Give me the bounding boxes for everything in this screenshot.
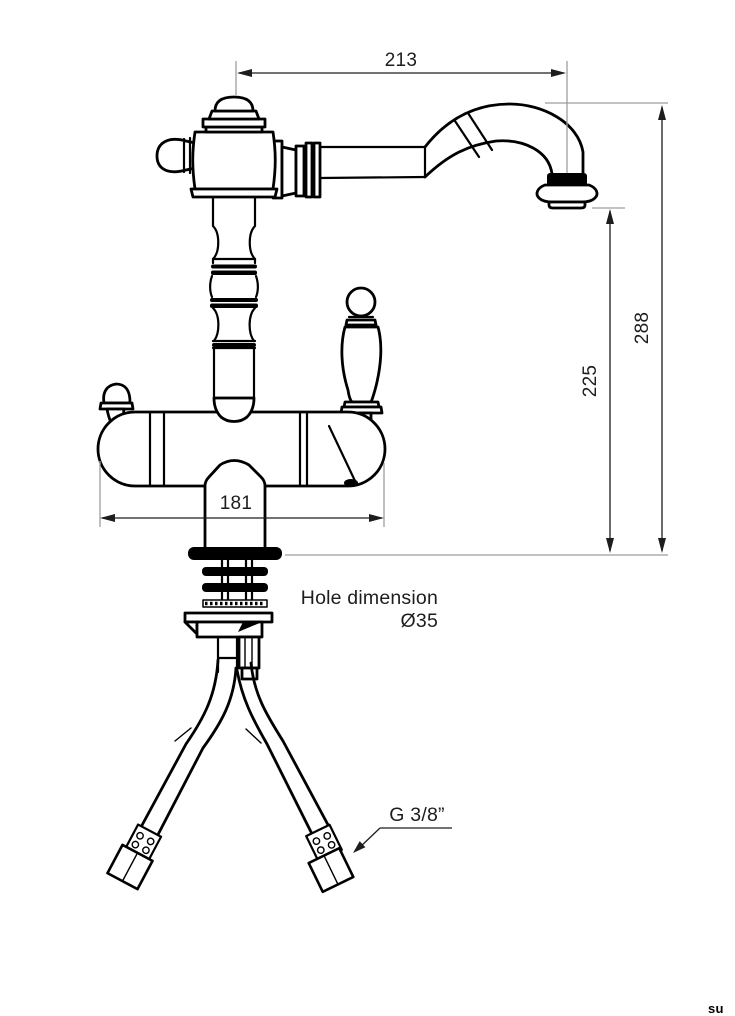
- spout: [318, 102, 599, 210]
- dimension-spout-reach: 213: [237, 50, 566, 77]
- dimension-overall-height-label: 288: [632, 312, 653, 345]
- column: [209, 195, 259, 423]
- faucet-body: [96, 410, 387, 488]
- base-flange: [188, 547, 282, 560]
- finial: [213, 95, 255, 113]
- hub-acorn-knob: [155, 136, 197, 175]
- supply-hoses: [106, 658, 355, 894]
- dimension-overall-height: 288: [632, 105, 666, 553]
- hole-dimension-note: Hole dimension Ø35: [301, 587, 438, 632]
- spout-collars: [271, 139, 322, 200]
- right-hose-nut: [307, 846, 355, 894]
- hole-dimension-value: Ø35: [401, 610, 438, 632]
- extension-lines: [99, 61, 668, 556]
- dimension-body-width-label: 181: [220, 493, 253, 514]
- faucet-drawing: [96, 95, 599, 894]
- thread-callout: G 3/8”: [353, 804, 452, 853]
- mounting-shank: [183, 558, 274, 681]
- dimension-annotations: 213 288 225 181 Hole dimension Ø35: [99, 50, 668, 853]
- hole-dimension-title: Hole dimension: [301, 587, 438, 609]
- mounting-nut: [183, 611, 274, 639]
- aerator: [535, 173, 599, 210]
- watermark-text: su: [708, 1001, 724, 1016]
- dimension-spout-reach-label: 213: [385, 50, 418, 71]
- dimension-body-width: 181: [100, 493, 384, 522]
- dimension-spout-height: 225: [580, 209, 614, 553]
- thread-size-label: G 3/8”: [389, 804, 444, 826]
- dimension-spout-height-label: 225: [580, 365, 601, 398]
- left-hose-nut: [106, 843, 154, 891]
- shank-fitting: [237, 635, 261, 681]
- body-boss: [203, 459, 267, 549]
- column-hub: [189, 95, 279, 199]
